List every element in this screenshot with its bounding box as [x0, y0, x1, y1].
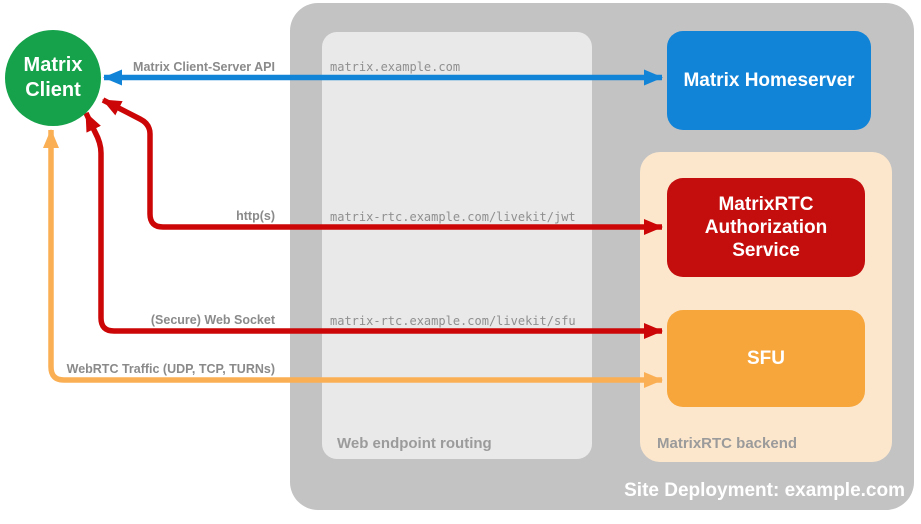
site-deployment-caption: Site Deployment: example.com	[624, 480, 905, 501]
web-endpoint-routing-caption: Web endpoint routing	[337, 435, 492, 452]
matrixrtc-backend-caption: MatrixRTC backend	[657, 435, 798, 452]
matrix-client-label: Matrix Client	[23, 54, 83, 101]
web-endpoint-routing-box	[322, 32, 592, 459]
matrix-homeserver-node: Matrix Homeserver	[667, 31, 871, 130]
matrix-homeserver-label: Matrix Homeserver	[683, 69, 855, 91]
endpoint-livekit-sfu: matrix-rtc.example.com/livekit/sfu	[330, 314, 576, 328]
endpoint-livekit-jwt: matrix-rtc.example.com/livekit/jwt	[330, 210, 576, 224]
arrow-label-webrtc-traffic: WebRTC Traffic (UDP, TCP, TURNs)	[66, 362, 275, 376]
arrow-label-web-socket: (Secure) Web Socket	[150, 313, 275, 327]
matrixrtc-auth-service-label: MatrixRTC Authorization Service	[704, 193, 828, 262]
endpoint-matrix-example-com: matrix.example.com	[330, 60, 461, 74]
matrixrtc-auth-service-node: MatrixRTC Authorization Service	[667, 178, 865, 277]
arrow-label-https: http(s)	[236, 209, 275, 223]
matrix-client-node: Matrix Client	[5, 30, 101, 126]
sfu-label: SFU	[747, 347, 785, 369]
sfu-node: SFU	[667, 310, 865, 407]
arrow-label-client-server-api: Matrix Client-Server API	[133, 60, 275, 74]
